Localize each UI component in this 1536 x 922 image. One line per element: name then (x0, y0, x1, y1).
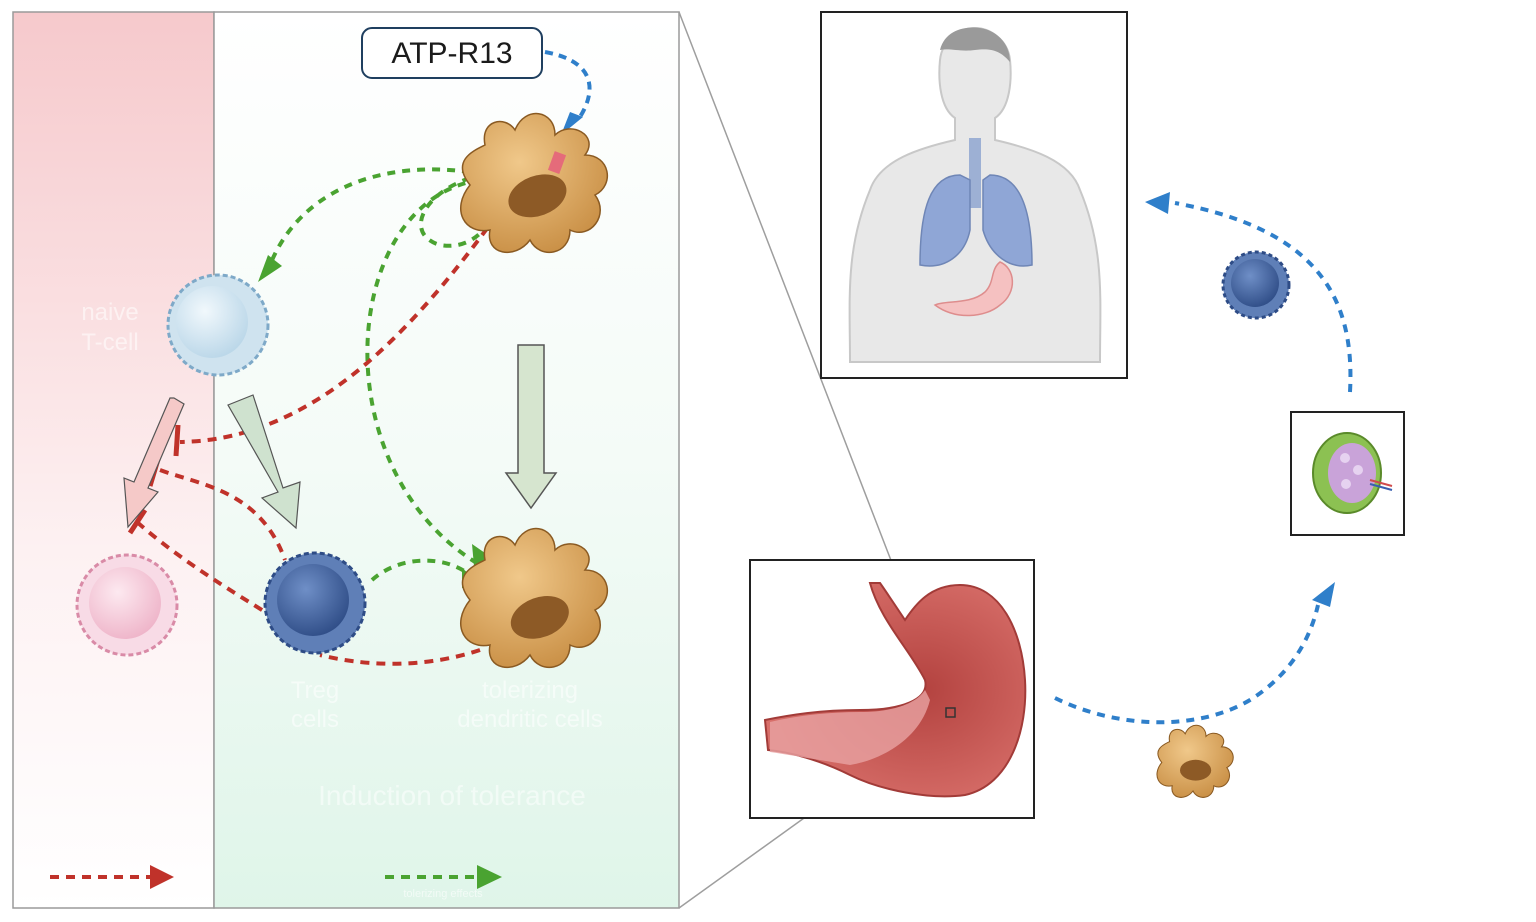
migration-arrow-stomach-to-node (1054, 604, 1320, 725)
atp-to-dc-arrow (544, 50, 592, 122)
tolerizing-dendritic-cell (460, 528, 609, 669)
lymph-node (1312, 432, 1393, 514)
treg-cell (263, 551, 367, 655)
migrating-dendritic-cell (1156, 724, 1234, 798)
legend-red (50, 865, 174, 889)
human-body (848, 26, 1102, 363)
effector-region-panel (12, 11, 215, 909)
green-head-naive (258, 255, 282, 282)
atp-r13-badge: ATP-R13 (361, 27, 543, 79)
red-inhibition-lines (135, 213, 499, 666)
dendritic-cell-top (460, 113, 609, 254)
legend-green-label: tolerizing effects (403, 888, 483, 900)
treg-label-2: cells (291, 706, 339, 733)
naive-label-1: naive (81, 299, 138, 326)
panel-caption: Induction of tolerance (318, 780, 586, 811)
stomach (763, 582, 1027, 798)
dc-maturation-arrow (504, 344, 558, 510)
blue-head-node (1312, 582, 1335, 607)
naive-t-cell (166, 273, 270, 377)
differentiation-arrow-effector (123, 397, 185, 529)
differentiation-arrow-treg (227, 394, 301, 530)
green-arrows (268, 167, 497, 582)
tolerance-region-panel (213, 11, 680, 909)
legend-green: tolerizing effects (385, 865, 502, 900)
migrating-treg-cell (1221, 250, 1291, 320)
migration-arrow-node-to-body (1174, 201, 1353, 393)
atp-r13-label: ATP-R13 (391, 37, 512, 70)
blue-head-body (1145, 192, 1170, 214)
naive-label-2: T-cell (81, 329, 138, 356)
tdc-label-1: tolerizing (482, 677, 578, 704)
effector-t-cell (75, 553, 179, 657)
treg-label-1: Treg (291, 677, 339, 704)
tdc-label-2: dendritic cells (457, 706, 602, 733)
